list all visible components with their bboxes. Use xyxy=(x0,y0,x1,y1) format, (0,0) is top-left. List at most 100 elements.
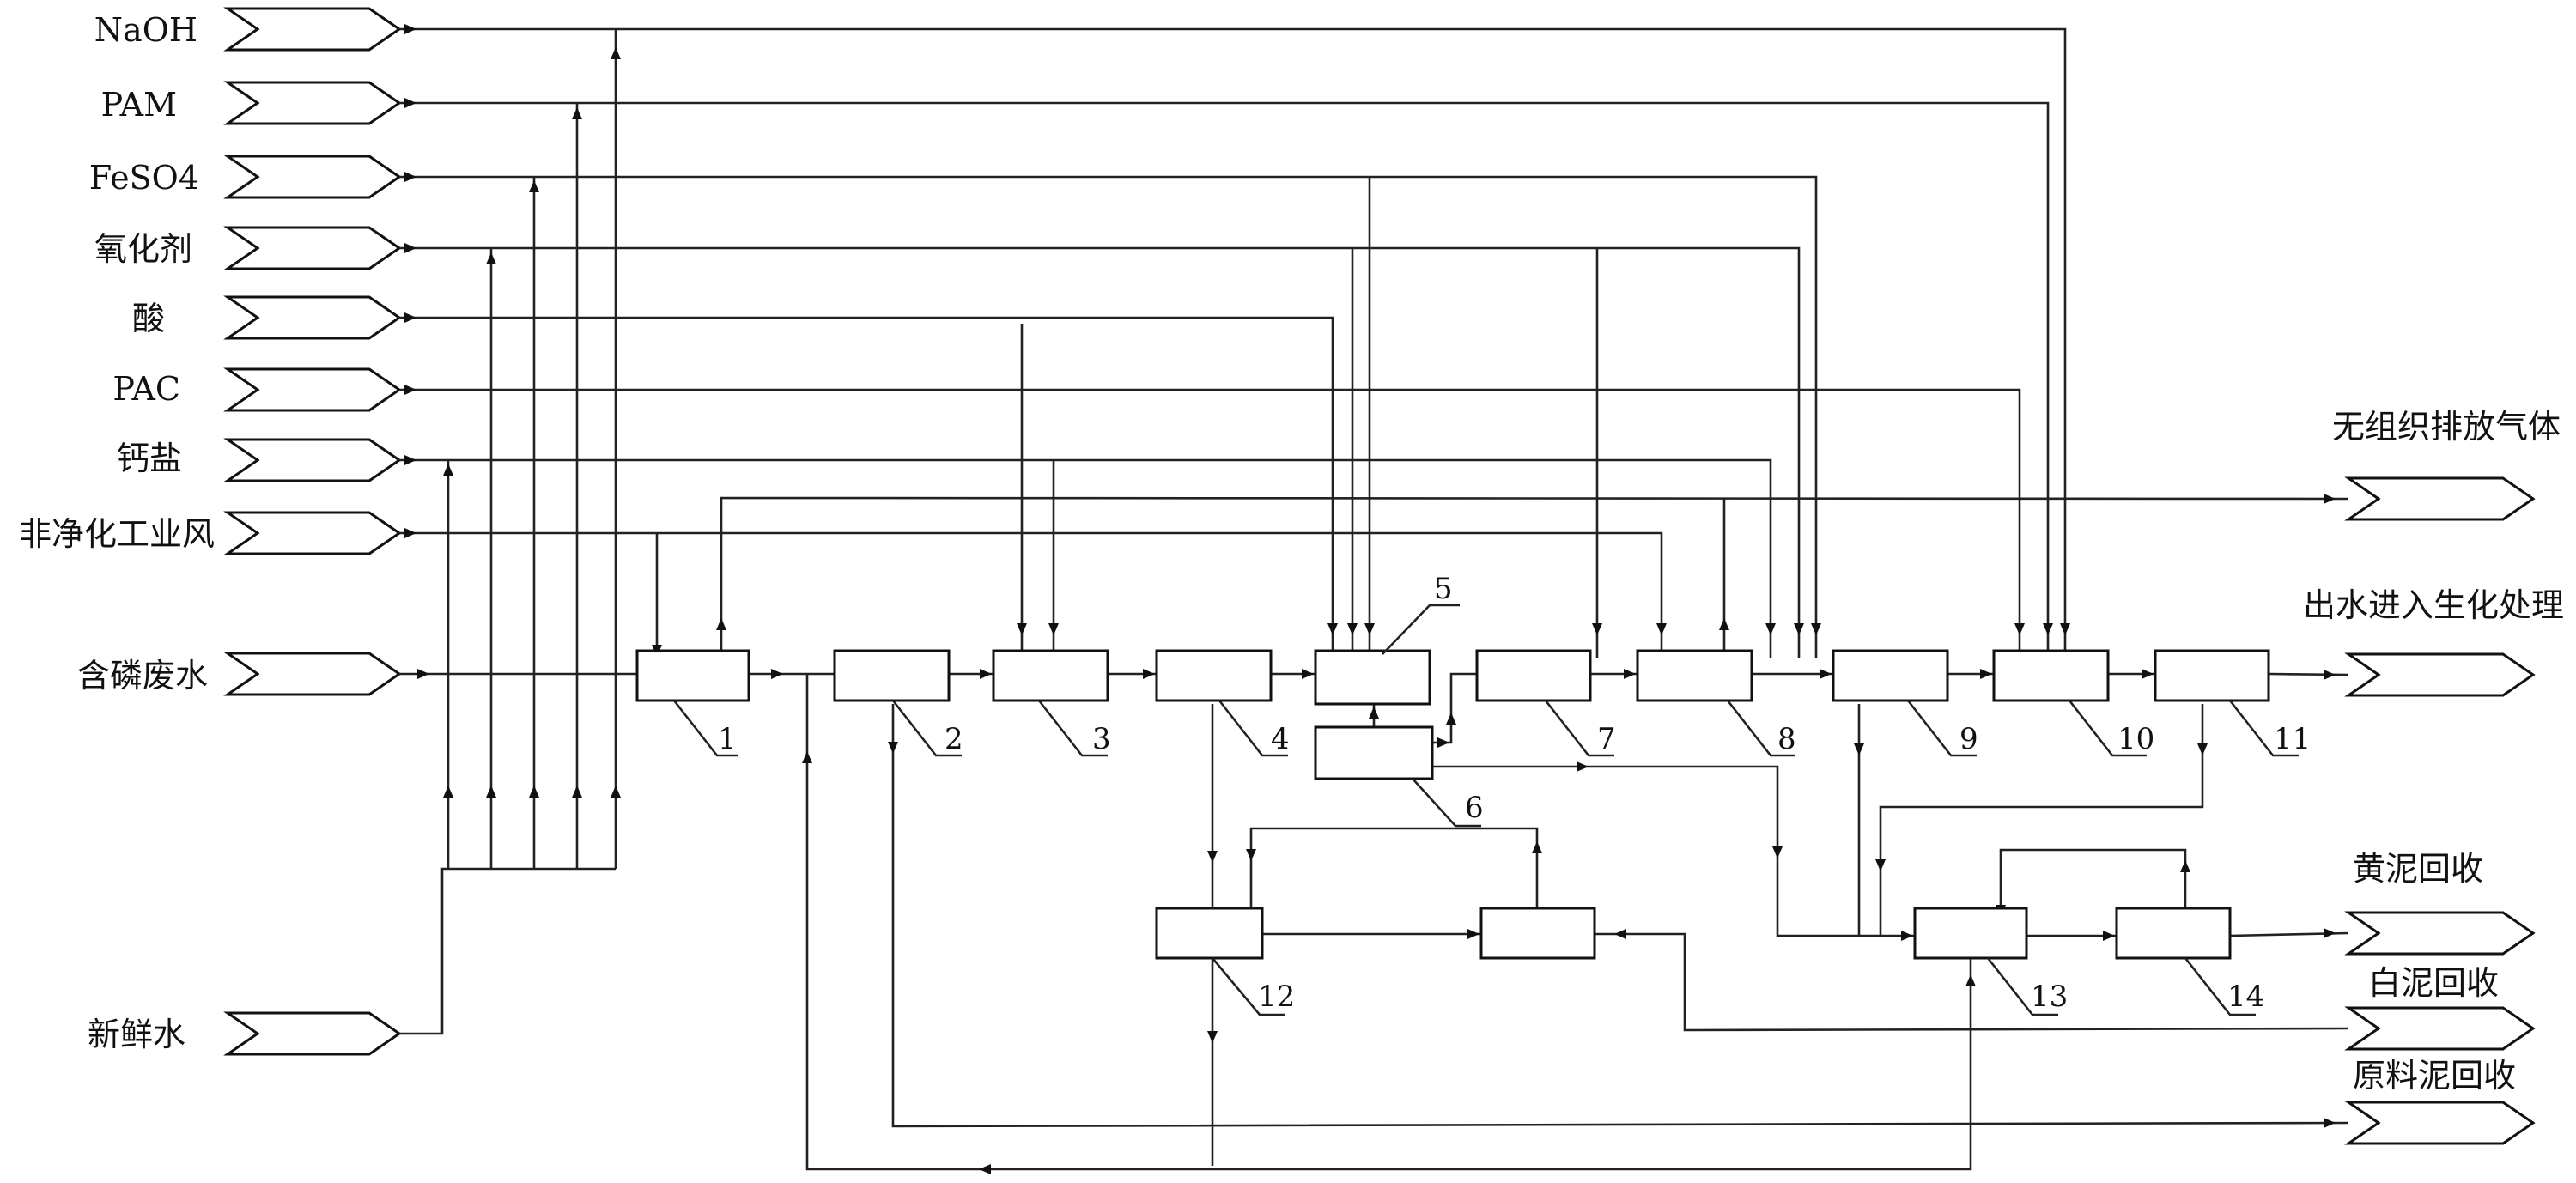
arrow-4-5 xyxy=(1302,669,1314,679)
leader-10 xyxy=(2068,700,2147,757)
arrow-pac-in xyxy=(404,385,416,395)
line-calcium xyxy=(399,458,1772,658)
unit-number-6: 6 xyxy=(1465,791,1484,825)
line-pam xyxy=(399,101,2050,658)
unit-number-3: 3 xyxy=(1092,722,1111,756)
line-2-raw xyxy=(891,704,2349,1128)
arrow-2-3 xyxy=(980,669,992,679)
line-white xyxy=(1595,932,2349,1032)
arrow-fw-up-2 xyxy=(486,786,496,798)
arrow-white-from xyxy=(1614,929,1626,939)
unit-12b xyxy=(1479,907,1596,960)
unit-9 xyxy=(1832,649,1949,702)
leader-7 xyxy=(1544,700,1614,757)
leader-9 xyxy=(1906,700,1977,757)
arrow-10-11 xyxy=(2142,669,2154,679)
input-chevron-calcium xyxy=(223,438,402,482)
arrow-feso4-in xyxy=(404,172,416,182)
unit-number-10: 10 xyxy=(2117,722,2154,756)
arrow-1-2 xyxy=(771,669,783,679)
line-freshwater xyxy=(399,867,616,1035)
unit-number-1: 1 xyxy=(718,722,737,756)
arrow-3-4 xyxy=(1143,669,1155,679)
output-labels: 无组织排放气体 出水进入生化处理 黄泥回收 白泥回收 原料泥回收 xyxy=(2303,408,2564,1095)
arrow-11-down xyxy=(2197,743,2208,755)
output-chevron-raw xyxy=(2344,1101,2536,1145)
arrow-12-loop xyxy=(1246,849,1256,861)
arrow-fw-up-1 xyxy=(443,786,453,798)
arrow-2-down xyxy=(888,742,898,754)
output-label-gas: 无组织排放气体 xyxy=(2332,408,2561,446)
output-chevron-effluent xyxy=(2344,652,2536,697)
line-pac xyxy=(399,388,2021,658)
unit-4 xyxy=(1155,649,1273,702)
unit-number-13: 13 xyxy=(2031,980,2068,1014)
arrow-raw-out xyxy=(2324,1118,2336,1128)
unit-number-12: 12 xyxy=(1258,980,1295,1014)
arrow-9-10 xyxy=(1980,669,1992,679)
arrow-4-to-12 xyxy=(1207,851,1218,863)
arrow-calcium-in xyxy=(404,455,416,465)
line-11-out xyxy=(2268,672,2349,676)
leader-4 xyxy=(1218,700,1288,757)
input-label-oxidant: 氧化剂 xyxy=(94,230,192,268)
leader-8 xyxy=(1726,700,1795,757)
unit-number-14: 14 xyxy=(2227,980,2264,1014)
leader-1 xyxy=(672,700,738,757)
unit-number-11: 11 xyxy=(2274,722,2311,756)
arrow-bottom-left xyxy=(979,1164,991,1174)
arrow-7-8 xyxy=(1624,669,1636,679)
unit-number-4: 4 xyxy=(1271,722,1290,756)
arrow-to-10-pac xyxy=(2014,623,2025,635)
arrow-air-in xyxy=(404,528,416,538)
input-chevron-naoh xyxy=(223,7,402,52)
arrow-to-8-feso4 xyxy=(1811,623,1821,635)
unit-12 xyxy=(1155,907,1264,960)
arrow-9-down xyxy=(1854,743,1864,755)
output-label-effluent: 出水进入生化处理 xyxy=(2303,586,2564,624)
arrow-pam-in xyxy=(404,98,416,108)
arrow-to-8-calcium xyxy=(1765,623,1776,635)
leader-2 xyxy=(891,700,962,757)
leader-11 xyxy=(2228,700,2299,757)
input-chevron-freshwater xyxy=(223,1011,402,1056)
line-air xyxy=(399,531,1663,658)
line-13-down xyxy=(805,674,1972,1171)
arrow-to-10-naoh xyxy=(2060,623,2070,635)
unit-boxes xyxy=(635,649,2270,960)
line-12-loop xyxy=(1249,827,1539,910)
arrow-yellow-out xyxy=(2324,928,2336,938)
input-label-wastewater: 含磷废水 xyxy=(77,657,208,695)
leader-13 xyxy=(1986,957,2058,1016)
arrow-gas-out xyxy=(2324,494,2336,504)
unit-number-9: 9 xyxy=(1959,722,1978,756)
input-chevron-pac xyxy=(223,367,402,412)
input-label-pam: PAM xyxy=(101,86,177,124)
input-label-feso4: FeSO4 xyxy=(89,159,199,197)
arrow-to-7 xyxy=(1592,623,1602,635)
arrow-11-out xyxy=(2324,670,2336,680)
arrow-acid-to-3 xyxy=(1017,623,1027,635)
arrow-13-down xyxy=(1965,974,1976,986)
input-chevron-wastewater xyxy=(223,652,402,696)
leader-14 xyxy=(2184,957,2256,1016)
line-acid xyxy=(399,316,1334,658)
input-chevron-feso4 xyxy=(223,155,402,199)
arrow-calcium-to-3 xyxy=(1048,623,1059,635)
line-naoh xyxy=(399,27,2067,658)
unit-numbers: 1 2 3 4 5 6 7 8 9 10 11 12 13 14 xyxy=(718,572,2311,1014)
arrow-to-8-oxidant xyxy=(1794,623,1804,635)
unit-number-5: 5 xyxy=(1434,572,1453,606)
unit-5 xyxy=(1314,649,1431,706)
arrow-13-14 xyxy=(2103,931,2115,941)
arrow-6-to-13 xyxy=(1772,846,1783,858)
arrow-fw-calcium xyxy=(443,464,453,476)
output-label-raw: 原料泥回收 xyxy=(2353,1057,2516,1095)
arrow-fw-up-3 xyxy=(529,786,539,798)
output-chevron-gas xyxy=(2344,476,2536,521)
input-label-calcium: 钙盐 xyxy=(117,440,182,477)
input-chevron-pam xyxy=(223,81,402,125)
flow-lines xyxy=(399,27,2349,1171)
input-chevron-air xyxy=(223,511,402,555)
input-label-naoh: NaOH xyxy=(94,11,197,49)
